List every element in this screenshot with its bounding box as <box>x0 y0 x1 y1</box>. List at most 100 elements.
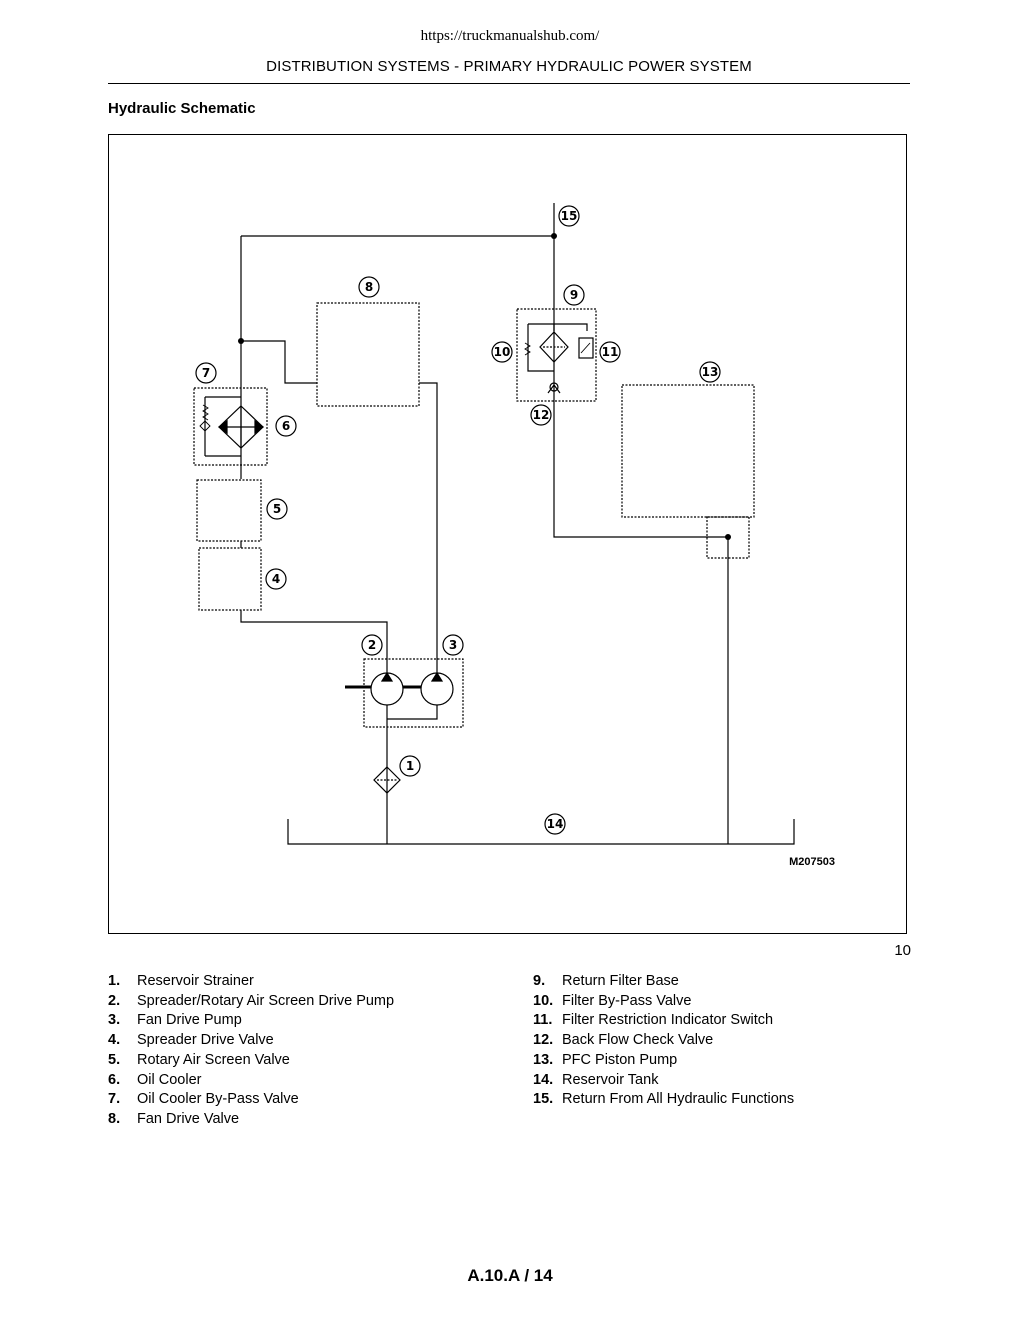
legend-item: 12. Back Flow Check Valve <box>533 1031 794 1051</box>
legend-item: 1. Reservoir Strainer <box>108 972 394 992</box>
legend-item-number: 6. <box>108 1071 121 1088</box>
legend-item-label: Back Flow Check Valve <box>562 1032 714 1049</box>
oil-cooler-cross <box>221 406 261 448</box>
figure-id-label: M207503 <box>789 856 835 868</box>
source-url: https://truckmanualshub.com/ <box>420 28 600 44</box>
return-filter-symbol <box>539 331 569 363</box>
rotary-air-screen-valve-box <box>196 479 262 542</box>
spreader-drive-valve-box <box>198 547 262 611</box>
legend-item-number: 8. <box>108 1110 121 1127</box>
return-line <box>553 203 728 538</box>
page-number: A.10.A / 14 <box>467 1266 553 1285</box>
filter-bypass-spring <box>524 342 531 356</box>
legend-item-label: Reservoir Strainer <box>137 973 254 989</box>
callout-8-label: 8 <box>365 280 373 294</box>
callout-9-label: 9 <box>570 288 578 302</box>
legend-item: 7.Oil Cooler By-Pass Valve <box>108 1090 394 1110</box>
callout-11-marker <box>599 341 621 363</box>
callout-7-label: 7 <box>202 366 210 380</box>
bypass-check-ball <box>199 420 211 432</box>
back-flow-check-seat <box>547 384 561 394</box>
legend-item-label: Return Filter Base <box>562 973 679 989</box>
filter-internal-lines <box>527 323 588 372</box>
fan-valve-return-line <box>241 340 317 384</box>
legend-item-label: Fan Drive Valve <box>137 1110 240 1127</box>
pump-suction-line <box>386 705 438 844</box>
cooler-bypass-line <box>204 396 241 457</box>
callout-10-label: 10 <box>494 345 511 359</box>
legend-item-label: Return From All Hydraulic Functions <box>562 1091 795 1108</box>
fan-supply-line <box>419 382 438 676</box>
legend-item-label: Spreader Drive Valve <box>137 1032 274 1049</box>
callout-15-marker <box>558 205 580 227</box>
callout-1-label: 1 <box>406 759 414 773</box>
callout-15-label: 15 <box>561 209 578 223</box>
callout-10-marker <box>491 341 513 363</box>
legend-item-number: 10. <box>533 992 554 1009</box>
reservoir-strainer-symbol <box>373 766 401 794</box>
legend-item: 14.Reservoir Tank <box>533 1071 794 1091</box>
legend-item: 5.Rotary Air Screen Valve <box>108 1051 394 1071</box>
legend-item-number: 2. <box>108 992 121 1009</box>
legend-item: 8. Fan Drive Valve <box>108 1110 394 1130</box>
legend-item-number: 13. <box>533 1051 554 1068</box>
callout-4-label: 4 <box>272 572 280 586</box>
callout-7-marker <box>195 362 217 384</box>
callout-5-label: 5 <box>273 502 281 516</box>
callout-3-label: 3 <box>449 638 457 652</box>
callout-4-marker <box>265 568 287 590</box>
restriction-switch-symbol <box>578 337 594 359</box>
legend-item: 2. Spreader/Rotary Air Screen Drive Pump <box>108 992 394 1012</box>
callout-6-label: 6 <box>282 419 290 433</box>
legend-left-column: 1. Reservoir Strainer 2. Spreader/Rotary A… <box>108 972 394 1130</box>
legend-item-label: Spreader/Rotary Air Screen Drive Pump <box>137 992 395 1009</box>
return-filter-base-box <box>516 308 597 402</box>
legend-item-number: 15. <box>533 1091 554 1108</box>
switch-contacts <box>580 342 591 354</box>
legend-item-label: Rotary Air Screen Valve <box>137 1051 290 1068</box>
legend-item-number: 1. <box>108 973 121 989</box>
legend-item-number: 11. <box>533 1012 553 1029</box>
back-flow-check-ball <box>549 382 559 392</box>
figure-number: 10 <box>894 942 911 959</box>
header-rule <box>108 83 910 84</box>
legend-item-label: Oil Cooler <box>137 1071 202 1088</box>
fan-drive-valve-box <box>316 302 420 407</box>
hydraulic-schematic-diagram: 1 2 3 4 5 6 7 8 9 10 11 12 13 14 15 M207… <box>193 203 835 868</box>
legend-item-number: 12. <box>533 1032 554 1049</box>
callout-14-label: 14 <box>547 817 564 831</box>
bypass-spring <box>202 404 209 421</box>
legend-item-number: 14. <box>533 1071 554 1088</box>
legend-item-label: Filter By-Pass Valve <box>562 992 692 1009</box>
callout-2-marker <box>361 634 383 656</box>
callout-2-label: 2 <box>368 638 376 652</box>
legend-item-number: 3. <box>108 1012 121 1029</box>
legend-item: 13. PFC Piston Pump <box>533 1051 794 1071</box>
callout-6-marker <box>275 415 297 437</box>
legend-item-number: 9. <box>533 973 546 989</box>
cooler-arrow <box>218 419 264 435</box>
callout-14-marker <box>544 813 566 835</box>
legend-item: 3. Fan Drive Pump <box>108 1011 394 1031</box>
reservoir-tank-symbol <box>287 819 795 845</box>
legend-item-label: Fan Drive Pump <box>137 1012 242 1029</box>
spreader-supply-line <box>240 610 388 676</box>
legend-item-label: Filter Restriction Indicator Switch <box>562 1012 774 1029</box>
legend-item-number: 4. <box>108 1032 121 1049</box>
legend-item: 11. Filter Restriction Indicator Switch <box>533 1011 794 1031</box>
section-title: Hydraulic Schematic <box>108 100 256 117</box>
pump-group-box <box>363 658 464 728</box>
page-header: DISTRIBUTION SYSTEMS - PRIMARY HYDRAULIC… <box>266 58 752 75</box>
legend-item-label: Oil Cooler By-Pass Valve <box>137 1091 299 1108</box>
callout-3-marker <box>442 634 464 656</box>
legend-item: 6. Oil Cooler <box>108 1071 394 1091</box>
callout-9-marker <box>563 284 585 306</box>
callout-13-label: 13 <box>702 365 719 379</box>
legend-item-label: PFC Piston Pump <box>562 1051 678 1068</box>
legend-item: 9. Return Filter Base <box>533 972 794 992</box>
callout-markers <box>195 205 721 835</box>
junction-dot <box>551 233 557 239</box>
callout-13-marker <box>699 361 721 383</box>
legend-right-column: 9. Return Filter Base 10. Filter By-Pass V… <box>533 972 794 1110</box>
hydraulic-schematic-figure: 1 2 3 4 5 6 7 8 9 10 11 12 13 14 15 M207… <box>108 134 907 934</box>
